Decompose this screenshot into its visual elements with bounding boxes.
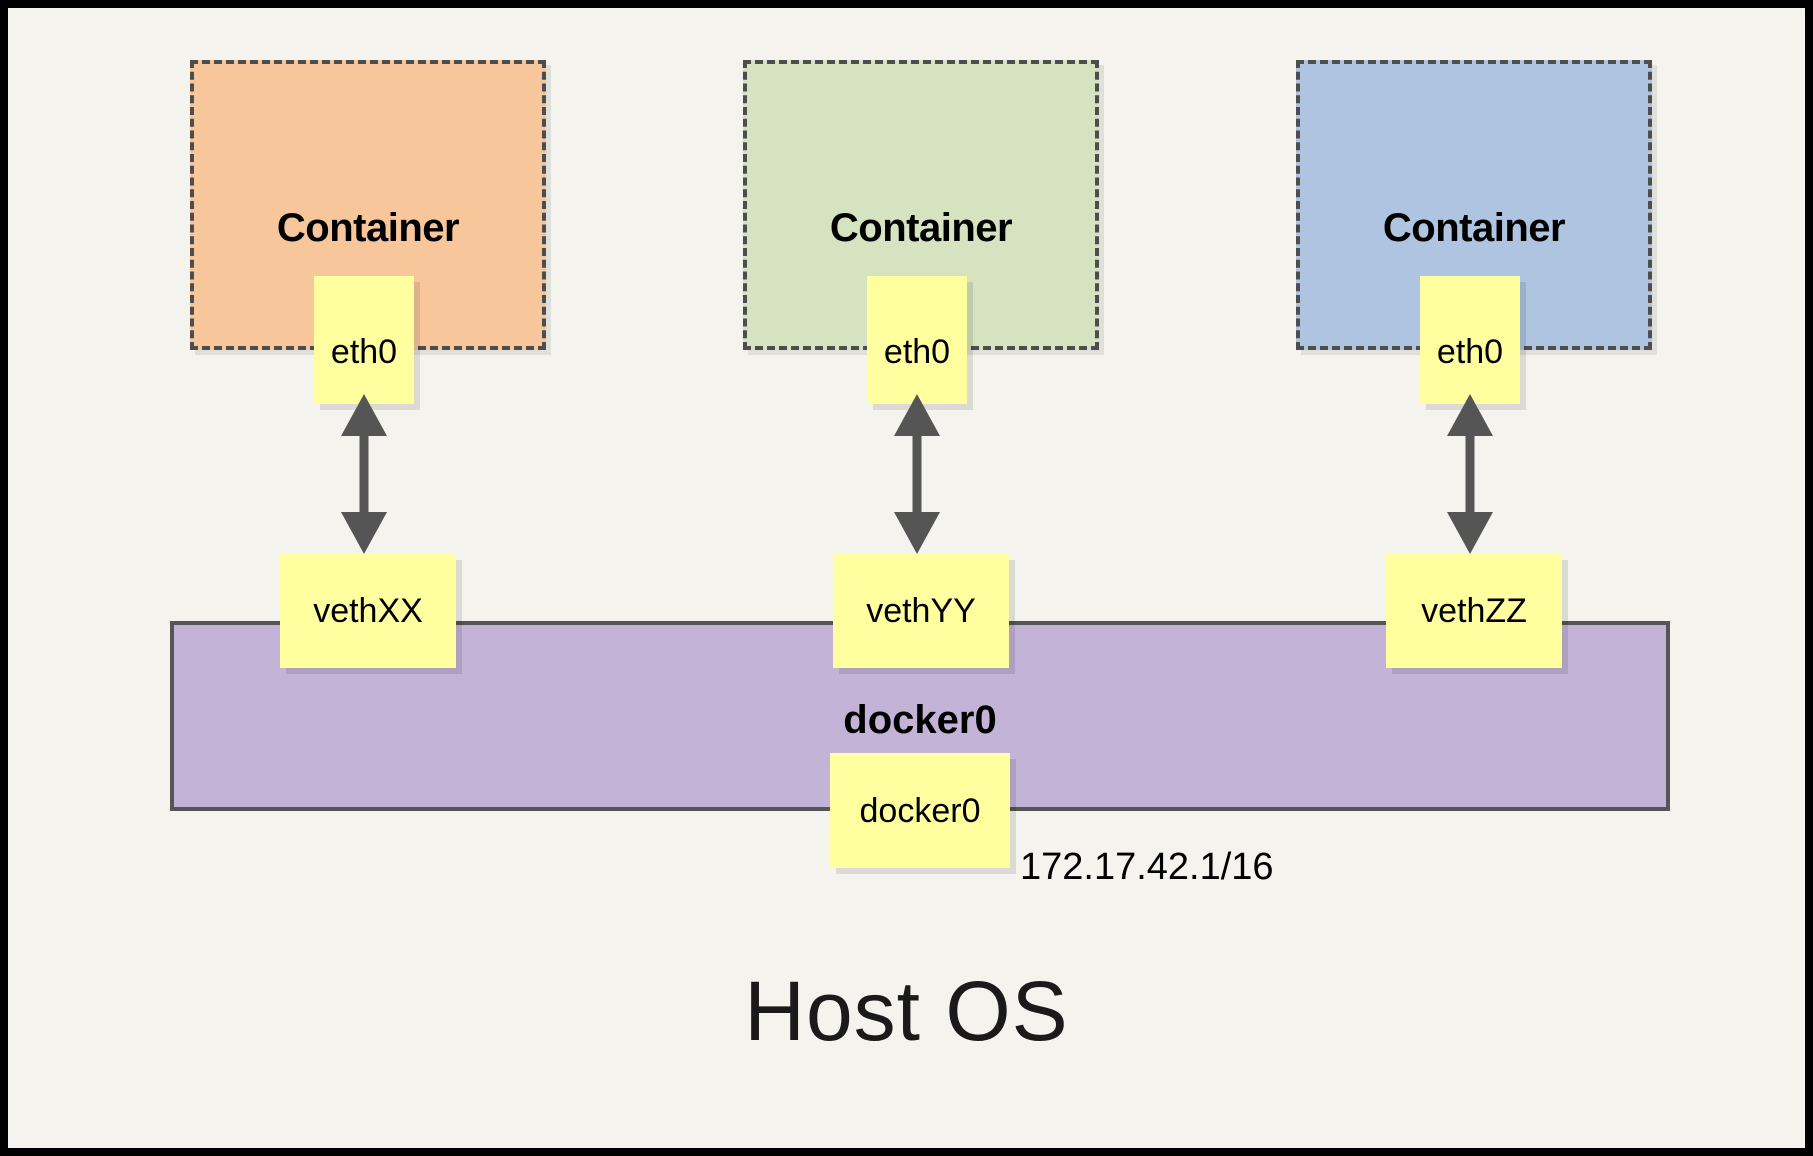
veth-label-3: vethZZ (1421, 592, 1527, 630)
container-title-1: Container (276, 206, 460, 250)
link-arrow-eth0-vethXX (341, 394, 387, 554)
eth0-label-3: eth0 (1436, 333, 1504, 371)
container-title-2: Container (829, 206, 1013, 250)
eth0-box-1: eth0 (314, 276, 414, 404)
eth0-box-3: eth0 (1420, 276, 1520, 404)
docker0-ip-address: 172.17.42.1/16 (1020, 846, 1274, 888)
host-os-label: Host OS (744, 964, 1069, 1058)
eth0-label-2: eth0 (883, 333, 951, 371)
veth-box-3: vethZZ (1386, 554, 1562, 668)
docker0-interface-box: docker0 (830, 753, 1010, 868)
docker0-interface-label: docker0 (859, 791, 981, 830)
link-arrow-eth0-vethZZ (1447, 394, 1493, 554)
container-title-3: Container (1382, 206, 1566, 250)
veth-box-1: vethXX (280, 554, 456, 668)
eth0-label-1: eth0 (330, 333, 398, 371)
veth-box-2: vethYY (833, 554, 1009, 668)
veth-label-2: vethYY (866, 592, 976, 630)
eth0-box-2: eth0 (867, 276, 967, 404)
veth-label-1: vethXX (313, 592, 423, 630)
link-arrow-eth0-vethYY (894, 394, 940, 554)
docker0-bridge-label: docker0 (843, 698, 997, 742)
